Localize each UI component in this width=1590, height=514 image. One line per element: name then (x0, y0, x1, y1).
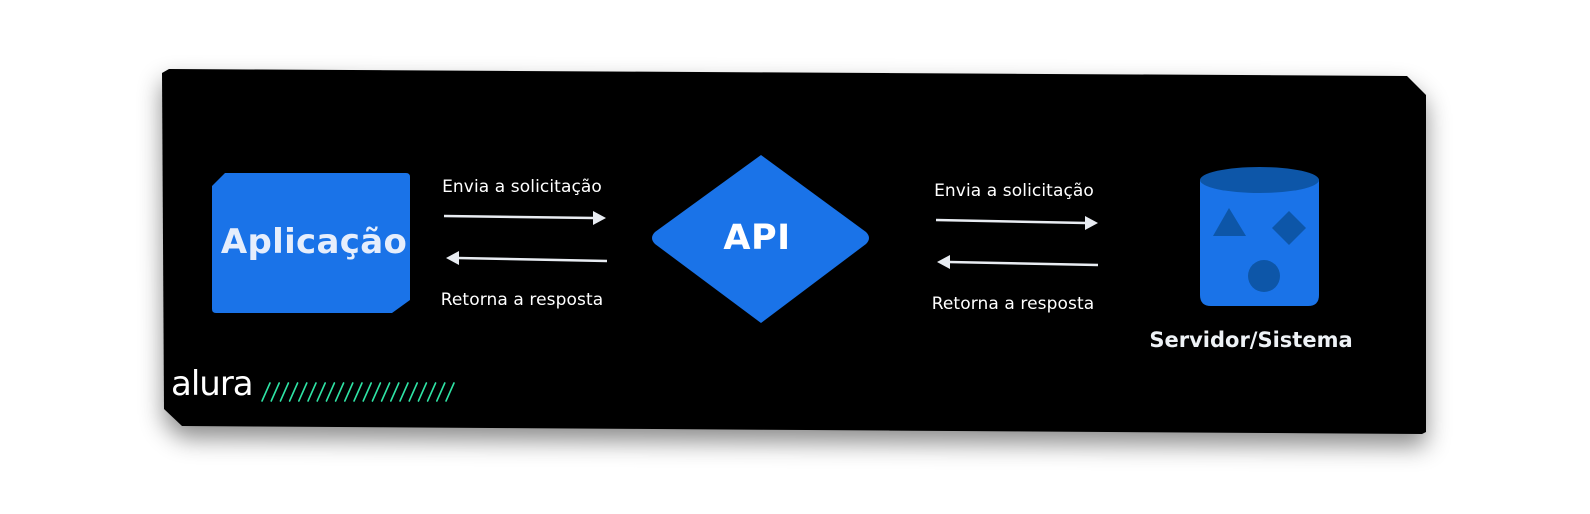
logo-stripe (261, 382, 271, 402)
logo-stripe (288, 382, 299, 402)
logo-stripe (362, 382, 372, 402)
edge-label-app-response: Retorna a resposta (440, 290, 604, 310)
edge-label-server-request: Envia a solicitação (934, 181, 1094, 201)
triangle-icon (1213, 208, 1246, 236)
logo-stripes (261, 382, 455, 402)
logo-stripe (417, 382, 428, 402)
logo-stripe (371, 382, 382, 402)
logo-stripe (390, 382, 400, 402)
logo-stripe (445, 382, 455, 402)
arrow-api-to-app (446, 251, 608, 265)
logo-stripe (325, 382, 336, 402)
application-node (212, 173, 410, 313)
api-label: API (723, 218, 791, 258)
edge-label-server-response: Retorna a resposta (931, 294, 1095, 314)
logo-stripe (426, 382, 437, 402)
api-node (652, 155, 869, 323)
logo-stripe (316, 382, 326, 402)
logo-stripe (334, 382, 345, 402)
circle-icon (1248, 260, 1280, 292)
logo-stripe (307, 382, 317, 402)
arrow-api-to-server (935, 216, 1098, 230)
diamond-icon (1272, 211, 1306, 245)
server-node-top (1200, 167, 1319, 193)
alura-logo: alura (171, 364, 254, 404)
application-label: Aplicação (220, 222, 408, 262)
logo-stripe (344, 382, 354, 402)
arrow-app-to-api (443, 211, 606, 225)
server-label: Servidor/Sistema (1149, 328, 1353, 352)
edge-label-app-request: Envia a solicitação (442, 177, 602, 197)
logo-stripe (380, 382, 391, 402)
logo-stripe (297, 382, 308, 402)
logo-stripe (279, 382, 290, 402)
logo-stripe (270, 382, 281, 402)
logo-stripe (399, 382, 409, 402)
logo-stripe (353, 382, 363, 402)
logo-stripe (408, 382, 418, 402)
arrow-server-to-api (937, 255, 1099, 269)
logo-stripe (436, 382, 446, 402)
